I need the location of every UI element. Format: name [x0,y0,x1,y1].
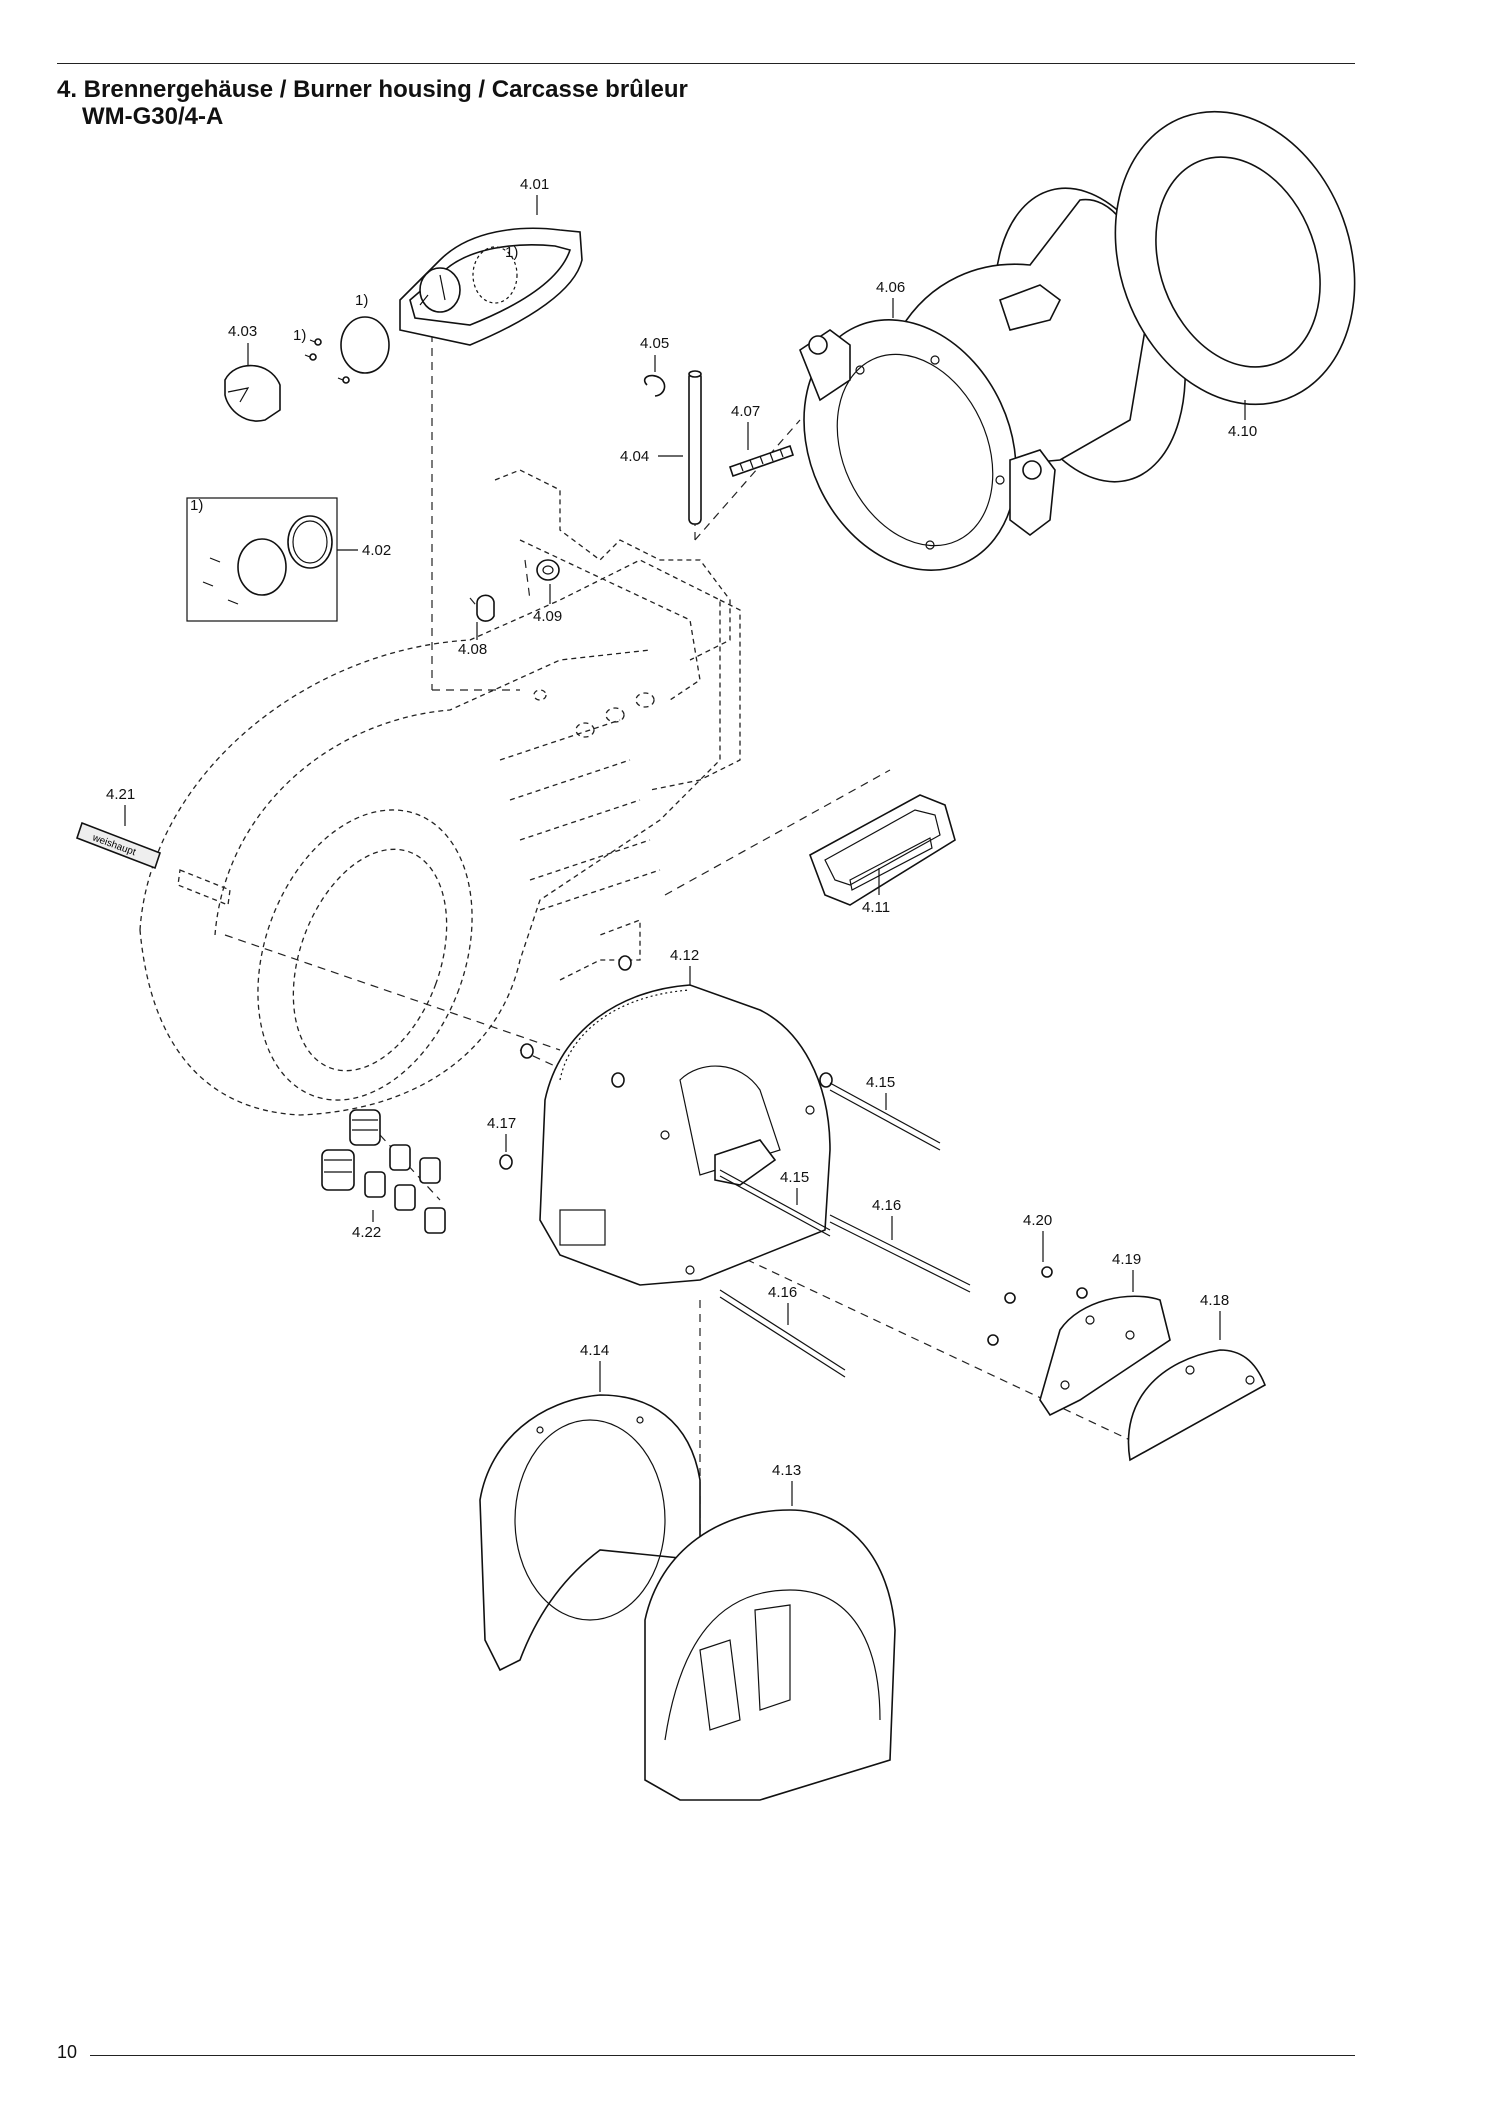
page-title: 4. Brennergehäuse / Burner housing / Car… [57,76,688,103]
part-retaining-clip [643,374,666,397]
label-4-05: 4.05 [640,335,669,352]
label-4-14: 4.14 [580,1342,609,1359]
part-threaded-rod [728,444,795,478]
page-number: 10 [57,2042,78,2062]
part-gasket-ring [1114,110,1356,406]
label-4-13: 4.13 [772,1462,801,1479]
part-screws-403 [304,316,390,384]
label-4-07: 4.07 [731,403,760,420]
part-inspection-cover-kit [186,497,358,622]
label-4-11: 4.11 [862,899,890,916]
housing-ghost-outline [139,469,741,1116]
footnote-marker-402: 1) [190,497,203,514]
part-logo-plate: weishaupt [75,821,162,870]
label-4-21: 4.21 [106,786,135,803]
part-inner-hood [644,1509,896,1801]
label-4-01: 4.01 [520,176,549,193]
label-4-15b: 4.15 [780,1169,809,1186]
label-4-22: 4.22 [352,1224,381,1241]
label-4-02: 4.02 [362,542,391,559]
footnote-marker-401: 1) [505,244,518,261]
part-shaft [688,370,702,525]
label-4-04: 4.04 [620,448,649,465]
bottom-rule [90,2055,1355,2056]
part-rods-416 [719,1214,971,1378]
part-front-hood [479,1394,701,1672]
label-4-06: 4.06 [876,279,905,296]
part-hood [539,984,831,1286]
label-4-16a: 4.16 [872,1197,901,1214]
part-plug-and-washer [476,559,560,622]
part-washers [499,955,833,1170]
part-gas-cover [399,227,583,346]
label-4-17: 4.17 [487,1115,516,1132]
callout-labels: 4.01 1) 4.03 1) 1) 1) 4.02 4.05 4.04 4.0… [106,176,1257,1506]
label-4-10: 4.10 [1228,423,1257,440]
top-rule [57,63,1355,64]
label-4-19: 4.19 [1112,1251,1141,1268]
footnote-marker-403: 1) [293,327,306,344]
label-4-03: 4.03 [228,323,257,340]
label-4-12: 4.12 [670,947,699,964]
label-4-15a: 4.15 [866,1074,895,1091]
part-cable-glands [321,1109,446,1234]
footnote-marker-cover: 1) [355,292,368,309]
label-4-20: 4.20 [1023,1212,1052,1229]
part-knob [224,364,281,422]
label-4-08: 4.08 [458,641,487,658]
label-4-18: 4.18 [1200,1292,1229,1309]
label-4-09: 4.09 [533,608,562,625]
part-sight-window [809,794,956,906]
label-4-16b: 4.16 [768,1284,797,1301]
part-nuts [987,1266,1088,1346]
part-half-cover [1127,1349,1267,1462]
part-bolts-415 [719,1082,941,1237]
part-bracket [1039,1295,1171,1417]
model-subtitle: WM-G30/4-A [82,103,224,130]
